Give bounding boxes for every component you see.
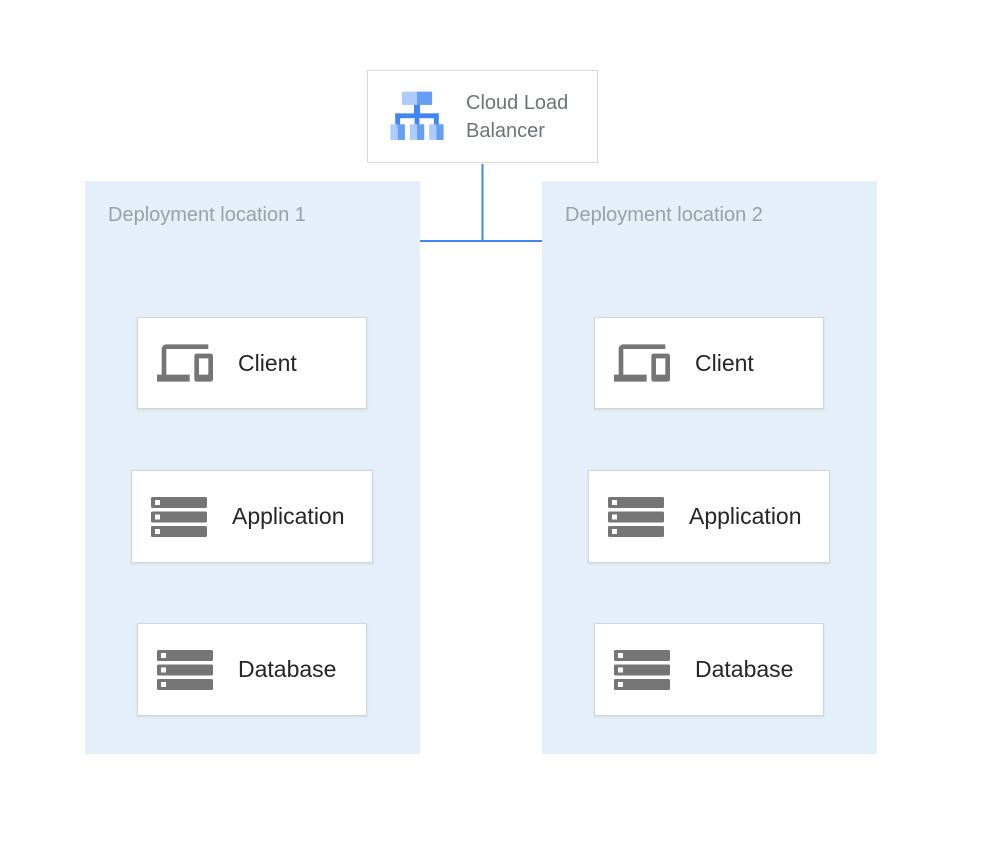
application-node-2: Application [588, 470, 830, 563]
database-node-1: Database [137, 623, 367, 716]
client-label: Client [238, 349, 297, 376]
application-label: Application [689, 503, 802, 529]
database-label: Database [238, 656, 337, 682]
load-balancer-label: Cloud Load Balancer [466, 91, 569, 142]
client-label: Client [695, 349, 754, 376]
deployment-location-1-label: Deployment location 1 [108, 204, 306, 226]
devices-icon [155, 333, 215, 393]
application-node-1: Application [131, 470, 373, 563]
devices-icon [612, 333, 672, 393]
deployment-location-2-panel: Deployment location 2 Client [542, 181, 877, 754]
load-balancer-node: Cloud Load Balancer [367, 70, 598, 163]
server-stack-icon [149, 487, 209, 547]
server-stack-icon [155, 640, 215, 700]
deployment-location-1-panel: Deployment location 1 Client [85, 181, 420, 754]
client-node-1: Client [137, 317, 367, 409]
cloud-load-balancer-icon [388, 88, 446, 146]
database-node-2: Database [594, 623, 824, 716]
application-label: Application [232, 503, 345, 529]
deployment-location-2-label: Deployment location 2 [565, 204, 763, 226]
server-stack-icon [606, 487, 666, 547]
client-node-2: Client [594, 317, 824, 409]
database-label: Database [695, 656, 794, 682]
server-stack-icon [612, 640, 672, 700]
